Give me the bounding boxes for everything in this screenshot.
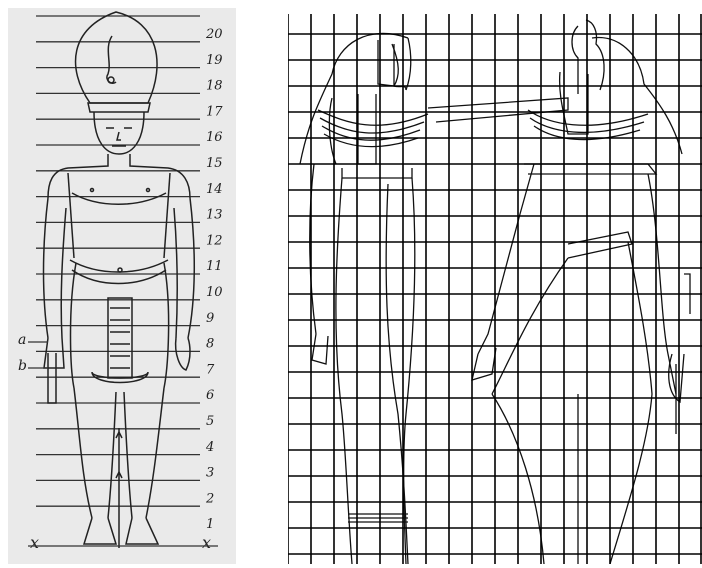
scale-number-9: 9 [206, 311, 214, 326]
scale-number-3: 3 [206, 466, 214, 481]
scale-number-6: 6 [206, 388, 214, 403]
king-figure [472, 20, 690, 564]
standing-king-figure [44, 12, 195, 548]
scale-number-11: 11 [206, 259, 223, 274]
scale-number-18: 18 [206, 79, 223, 94]
baseline-letter-right: x [202, 533, 211, 552]
scale-number-labels: 20 19 18 17 16 15 14 13 12 11 10 9 8 7 6 5 4 3 2 1 [205, 27, 223, 532]
scale-number-19: 19 [206, 53, 223, 68]
square-grid [288, 14, 702, 564]
scale-number-20: 20 [205, 27, 223, 42]
right-grid-panel [288, 14, 702, 564]
scale-number-8: 8 [206, 337, 214, 352]
scale-number-4: 4 [205, 440, 214, 455]
scale-number-15: 15 [206, 156, 223, 171]
side-letter-b: b [18, 358, 27, 374]
scale-number-7: 7 [206, 362, 215, 377]
scale-number-1: 1 [206, 517, 214, 532]
left-proportion-panel: 20 19 18 17 16 15 14 13 12 11 10 9 8 7 6 5 4 3 2 1 a b x x [8, 8, 236, 564]
scale-number-14: 14 [206, 182, 223, 197]
scale-number-5: 5 [206, 414, 214, 429]
grid-figures-drawing [288, 14, 702, 564]
baseline-letter-left: x [30, 533, 39, 552]
queen-figure [300, 33, 568, 564]
scale-number-13: 13 [206, 208, 223, 223]
scale-number-12: 12 [206, 233, 223, 248]
side-letter-a: a [18, 332, 26, 348]
scale-number-2: 2 [205, 491, 214, 506]
proportion-figure-drawing: 20 19 18 17 16 15 14 13 12 11 10 9 8 7 6 5 4 3 2 1 a b x x [8, 8, 236, 564]
scale-number-10: 10 [206, 285, 223, 300]
scale-number-17: 17 [206, 104, 223, 119]
scale-number-16: 16 [206, 130, 223, 145]
